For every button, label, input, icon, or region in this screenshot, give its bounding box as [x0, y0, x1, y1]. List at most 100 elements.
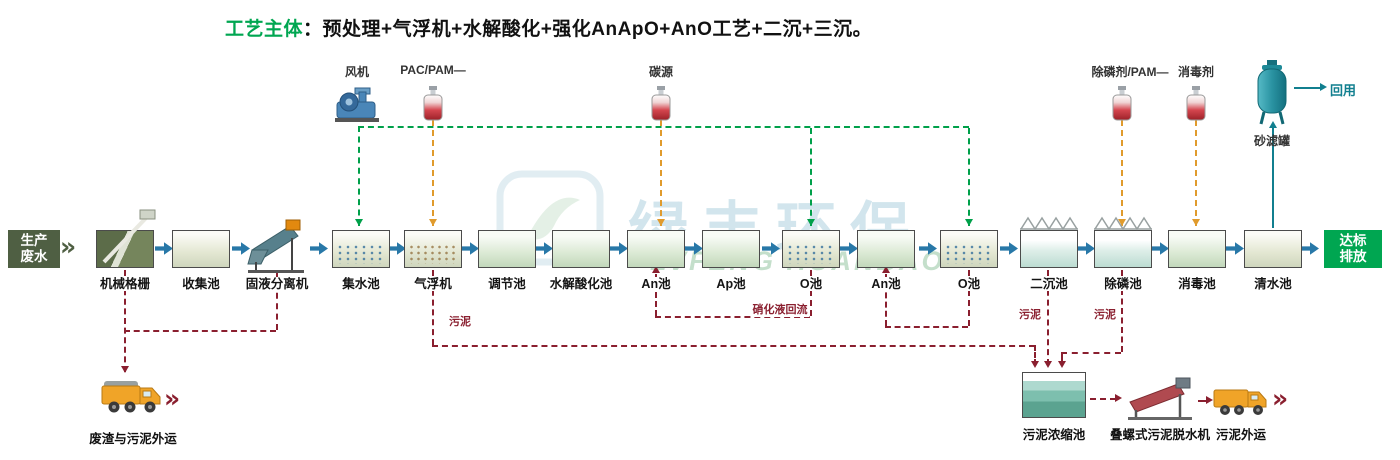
flow-arrow	[1301, 242, 1319, 255]
sludge-line-dewaterer-truck	[1198, 400, 1208, 402]
dosing-arrowhead-pac	[429, 219, 437, 226]
watermark-logo-icon	[492, 168, 612, 273]
air-arrowhead-o2	[965, 219, 973, 226]
blower-label: 风机	[344, 65, 370, 79]
tank-an-2	[857, 230, 915, 268]
dosing-arrowhead-carbon	[657, 219, 665, 226]
riser-line-sand-filter	[1272, 128, 1274, 228]
tank-label: 固液分离机	[243, 277, 311, 292]
tank-o-2	[940, 230, 998, 268]
reflux-line-an2-up	[885, 274, 887, 326]
reflux-line-o1-down	[810, 270, 812, 316]
tank-label: 机械格栅	[97, 277, 153, 292]
air-line-header	[358, 126, 969, 128]
sludge-line-into-thickener-3	[1061, 352, 1063, 364]
inlet-chevrons-icon: »	[60, 232, 76, 261]
tank-label: O池	[797, 277, 825, 292]
riser-arrowhead	[1269, 121, 1277, 128]
sludge-out-chevrons-icon: »	[1272, 384, 1288, 413]
tank-an-1	[627, 230, 685, 268]
sludge-label: 污泥	[1092, 306, 1118, 322]
tank-label: Ap池	[714, 277, 748, 292]
dosing-line-pac	[432, 120, 434, 226]
sludge-line-into-thickener-1	[1034, 345, 1036, 365]
sludge-arrowhead-waste-truck	[121, 366, 129, 373]
tank-air-flotation	[404, 230, 462, 268]
reflux-line-o2-down	[968, 270, 970, 326]
flow-arrow	[1226, 242, 1244, 255]
flow-arrow	[1151, 242, 1169, 255]
tank-secondary-sedimentation	[1020, 230, 1078, 268]
disinfectant-bottle-icon	[1184, 86, 1208, 127]
reuse-line	[1294, 87, 1322, 89]
tank-sump	[332, 230, 390, 268]
air-line-down-o1	[810, 128, 812, 226]
reuse-label: 回用	[1330, 83, 1357, 98]
sludge-thickener-tank	[1022, 372, 1086, 418]
pac-label: PAC/PAM—	[400, 63, 466, 77]
sludge-arrowhead-thickener-3	[1058, 361, 1066, 368]
phosphorus-bottle-icon	[1110, 86, 1134, 127]
sludge-line-flotation	[432, 270, 434, 345]
phosphorus-label: 除磷剂/PAM—	[1091, 65, 1169, 79]
tank-phosphorus-removal	[1094, 230, 1152, 268]
page-title: 工艺主体：预处理+气浮机+水解酸化+强化AnApO+AnO工艺+二沉+三沉。	[225, 14, 872, 41]
sand-filter-label: 砂滤罐	[1253, 134, 1291, 148]
tank-label: O池	[955, 277, 983, 292]
sludge-transport-label: 污泥外运	[1215, 428, 1267, 442]
dosing-line-carbon	[660, 120, 662, 226]
tank-label: 消毒池	[1176, 277, 1218, 292]
sludge-line-screen	[124, 270, 126, 372]
waste-truck-icon	[100, 376, 164, 423]
tank-disinfection	[1168, 230, 1226, 268]
air-line-down-o2	[968, 128, 970, 226]
sludge-line-thickener-dewaterer	[1090, 398, 1116, 400]
carbon-label: 碳源	[648, 65, 674, 79]
sludge-label: 污泥	[447, 313, 473, 329]
reflux-line-an1-up	[655, 274, 657, 316]
sludge-arrowhead-truck	[1206, 396, 1213, 404]
disinfectant-label: 消毒剂	[1177, 65, 1215, 79]
reflux-arrowhead-an1	[652, 266, 660, 273]
sludge-line-separator-h	[124, 330, 276, 332]
tank-label: 清水池	[1252, 277, 1294, 292]
flow-arrow	[1077, 242, 1095, 255]
tank-collection	[172, 230, 230, 268]
reflux-arrowhead-an2	[882, 266, 890, 273]
mechanical-screen-rake-icon	[94, 202, 164, 273]
sludge-line-secondary-sed	[1047, 270, 1049, 365]
pac-bottle-icon	[421, 86, 445, 127]
blower-icon	[333, 84, 381, 131]
tank-label: An池	[639, 277, 673, 292]
flow-arrow	[310, 242, 328, 255]
dosing-arrowhead-disinfectant	[1192, 219, 1200, 226]
sludge-line-separator	[276, 272, 278, 330]
thickener-label: 污泥浓缩池	[1022, 428, 1086, 442]
tank-hydrolysis-acidification	[552, 230, 610, 268]
flow-arrow	[1000, 242, 1018, 255]
tank-label: An池	[869, 277, 903, 292]
scraper-truss-icon	[1020, 215, 1078, 236]
tank-label: 水解酸化池	[547, 277, 615, 292]
sludge-label: 污泥	[1017, 306, 1043, 322]
carbon-bottle-icon	[649, 86, 673, 127]
screw-dewaterer-icon	[1124, 376, 1196, 425]
sludge-truck-icon	[1212, 382, 1270, 425]
sludge-line-main-h	[432, 345, 1035, 347]
sludge-arrowhead-thickener-1	[1031, 361, 1039, 368]
tank-label: 除磷池	[1102, 277, 1144, 292]
tank-ap	[702, 230, 760, 268]
tank-label: 收集池	[180, 277, 222, 292]
flow-arrow	[610, 242, 628, 255]
sludge-line-phos-h	[1061, 352, 1121, 354]
dewaterer-label: 叠螺式污泥脱水机	[1109, 428, 1211, 442]
outlet-text: 达标排放	[1339, 232, 1367, 264]
sludge-line-phos-removal	[1121, 270, 1123, 352]
solid-liquid-separator-icon	[246, 216, 308, 279]
nitrified-reflux-label: 硝化液回流	[750, 301, 810, 317]
inlet-text: 生产废水	[20, 232, 48, 264]
title-rest: ：预处理+气浮机+水解酸化+强化AnApO+AnO工艺+二沉+三沉。	[303, 19, 873, 40]
sludge-arrowhead-dewaterer	[1115, 394, 1122, 402]
tank-label: 二沉池	[1028, 277, 1070, 292]
